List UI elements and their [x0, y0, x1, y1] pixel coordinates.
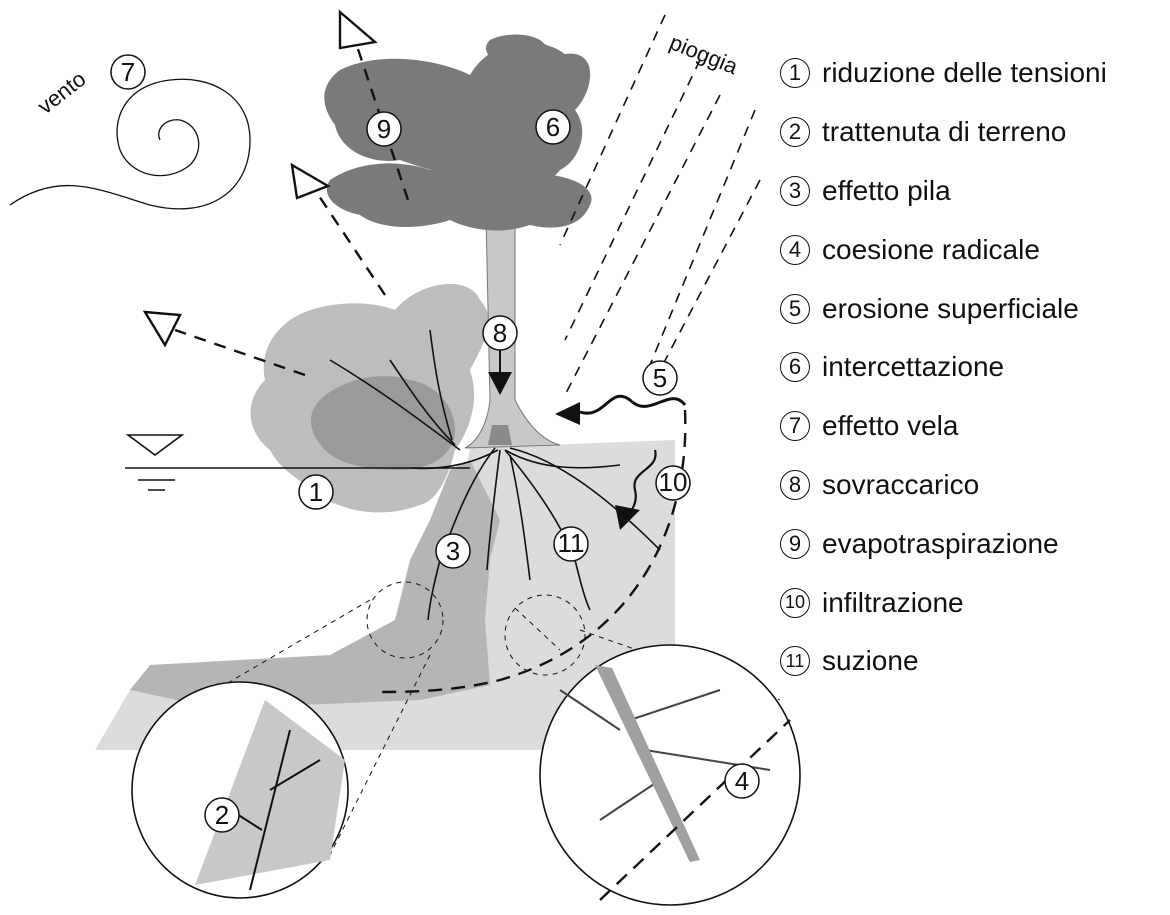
legend-text: erosione superficiale	[822, 293, 1079, 325]
legend-text: effetto vela	[822, 410, 958, 442]
rain-line	[650, 110, 755, 365]
rain-line	[660, 180, 760, 370]
legend-item: 10 infiltrazione	[780, 573, 1165, 632]
marker-3: 3	[436, 534, 470, 568]
legend-text: sovraccarico	[822, 469, 979, 501]
marker-number: 1	[309, 477, 323, 507]
legend-number: 8	[780, 470, 810, 500]
legend-number: 10	[780, 588, 810, 618]
legend-text: riduzione delle tensioni	[822, 57, 1107, 89]
marker-5: 5	[643, 361, 677, 395]
legend-number: 5	[780, 294, 810, 324]
marker-number: 4	[735, 766, 749, 796]
marker-number: 10	[659, 467, 688, 497]
legend-text: infiltrazione	[822, 587, 964, 619]
marker-number: 5	[653, 363, 667, 393]
legend-number: 3	[780, 176, 810, 206]
legend-item: 11 suzione	[780, 632, 1165, 691]
rain-line	[565, 95, 720, 395]
zoom-circle	[540, 645, 800, 905]
legend-text: intercettazione	[822, 351, 1004, 383]
wind-label: vento	[33, 66, 91, 119]
water-level-triangle	[128, 435, 182, 455]
legend-number: 4	[780, 235, 810, 265]
marker-number: 11	[558, 528, 585, 558]
marker-7: 7	[111, 55, 145, 89]
legend-text: evapotraspirazione	[822, 528, 1059, 560]
marker-number: 7	[121, 57, 135, 87]
marker-8: 8	[483, 316, 517, 350]
legend-item: 4 coesione radicale	[780, 220, 1165, 279]
legend-number: 7	[780, 411, 810, 441]
legend-item: 7 effetto vela	[780, 397, 1165, 456]
legend: 1 riduzione delle tensioni 2 trattenuta di…	[780, 44, 1165, 691]
legend-item: 1 riduzione delle tensioni	[780, 44, 1165, 103]
marker-2: 2	[205, 798, 239, 832]
marker-number: 9	[377, 114, 391, 144]
evap-arrowhead	[145, 312, 180, 345]
legend-text: suzione	[822, 645, 919, 677]
legend-number: 11	[780, 646, 810, 676]
legend-text: coesione radicale	[822, 234, 1040, 266]
erosion-arrow	[555, 396, 685, 425]
legend-item: 6 intercettazione	[780, 338, 1165, 397]
marker-11: 11	[554, 527, 588, 561]
zoom-circle-retention	[132, 682, 348, 898]
legend-number: 6	[780, 352, 810, 382]
marker-number: 6	[546, 112, 560, 142]
legend-item: 5 erosione superficiale	[780, 279, 1165, 338]
legend-text: trattenuta di terreno	[822, 116, 1066, 148]
legend-number: 9	[780, 529, 810, 559]
marker-6: 6	[536, 110, 570, 144]
marker-1: 1	[299, 475, 333, 509]
marker-number: 8	[493, 318, 507, 348]
erosion-arrow-line	[580, 396, 685, 413]
marker-10: 10	[656, 466, 690, 500]
marker-9: 9	[367, 112, 401, 146]
marker-number: 2	[215, 800, 229, 830]
evap-arrowhead	[340, 12, 375, 48]
legend-item: 9 evapotraspirazione	[780, 514, 1165, 573]
evap-arrowhead	[292, 165, 328, 198]
zoom-circle-cohesion	[540, 645, 800, 905]
legend-item: 3 effetto pila	[780, 162, 1165, 221]
marker-number: 3	[446, 536, 460, 566]
erosion-arrowhead	[555, 402, 580, 425]
marker-4: 4	[725, 764, 759, 798]
legend-text: effetto pila	[822, 175, 951, 207]
rain-label: pioggia	[666, 29, 742, 79]
legend-number: 2	[780, 117, 810, 147]
legend-item: 8 sovraccarico	[780, 456, 1165, 515]
legend-item: 2 trattenuta di terreno	[780, 103, 1165, 162]
legend-number: 1	[780, 58, 810, 88]
trunk-base	[488, 425, 512, 445]
